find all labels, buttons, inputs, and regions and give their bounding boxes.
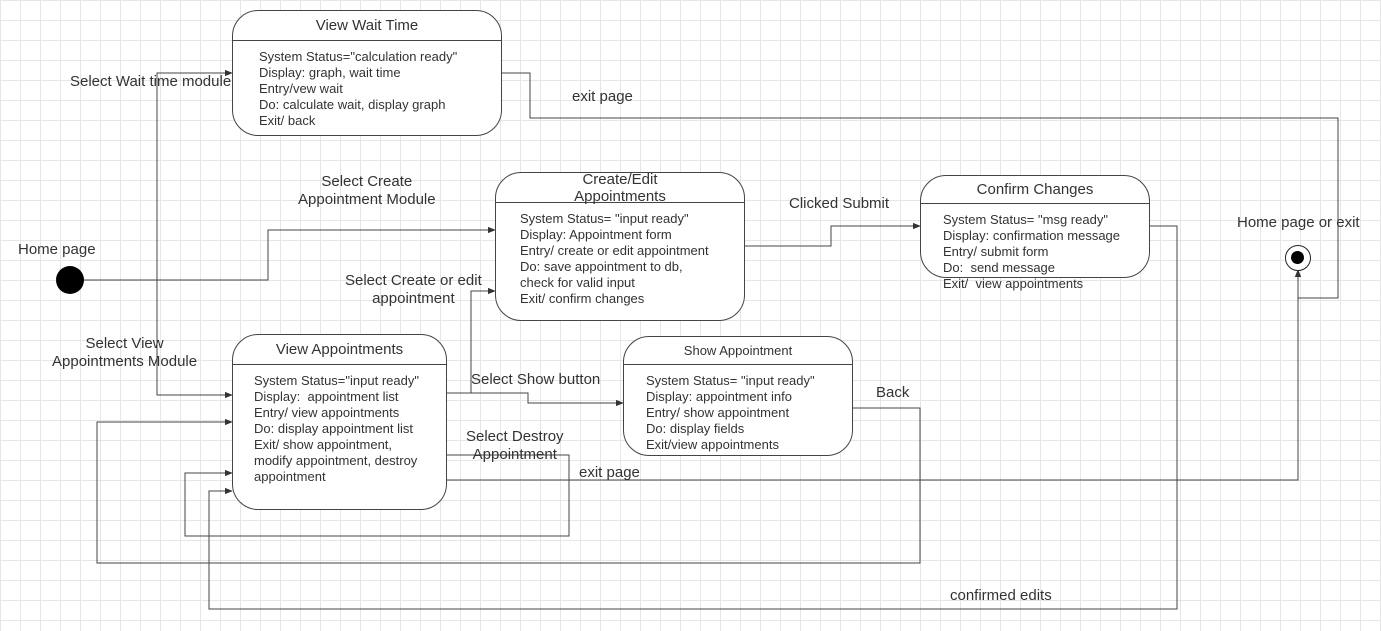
state-title: View Appointments (233, 335, 446, 365)
state-title: View Wait Time (233, 11, 501, 41)
select-create-label: Select Create Appointment Module (298, 173, 436, 208)
state-line: appointment (254, 469, 326, 484)
home-or-exit-label: Home page or exit (1237, 214, 1360, 231)
state-line: Display: Appointment form (520, 227, 672, 242)
confirmed-edits-label: confirmed edits (950, 587, 1052, 604)
state-line: Display: confirmation message (943, 228, 1121, 243)
edge-home-to-wait (70, 69, 233, 281)
state-line: Display: appointment list (254, 389, 399, 404)
state-line: Entry/ view appointments (254, 405, 400, 420)
exit-page-top-label: exit page (572, 88, 633, 105)
state-view-appointments: View Appointments System Status="input r… (232, 334, 447, 510)
state-line: Entry/ submit form (943, 244, 1049, 259)
state-line: modify appointment, destroy (254, 453, 418, 468)
state-view-wait-time: View Wait Time System Status="calculatio… (232, 10, 502, 136)
select-show-label: Select Show button (471, 371, 601, 388)
state-line: System Status= "input ready" (646, 373, 815, 388)
edge-view-to-show (447, 392, 624, 407)
select-view-label: Select View Appointments Module (52, 335, 198, 370)
state-line: check for valid input (520, 275, 635, 290)
final-state-node (1285, 245, 1311, 271)
state-line: Do: send message (943, 260, 1056, 275)
state-create-edit-appointments: Create/Edit Appointments System Status= … (495, 172, 745, 321)
edge-show-back (96, 407, 921, 564)
edge-confirmed-edits (208, 225, 1178, 610)
select-destroy-label: Select Destroy Appointment (466, 428, 564, 463)
select-wait-time-label: Select Wait time module (70, 73, 232, 90)
state-line: Exit/ view appointments (943, 276, 1084, 291)
state-line: Entry/ create or edit appointment (520, 243, 709, 258)
state-line: System Status= "msg ready" (943, 212, 1108, 227)
state-line: Display: appointment info (646, 389, 792, 404)
clicked-submit-label: Clicked Submit (789, 195, 890, 212)
state-title: Show Appointment (624, 337, 852, 365)
state-line: Exit/ back (259, 113, 316, 128)
state-line: Exit/view appointments (646, 437, 779, 452)
state-line: System Status= "input ready" (520, 211, 689, 226)
state-line: Entry/ show appointment (646, 405, 790, 420)
state-line: Exit/ confirm changes (520, 291, 645, 306)
state-title: Create/Edit Appointments (496, 173, 744, 205)
state-line: Display: graph, wait time (259, 65, 401, 80)
state-line: Exit/ show appointment, (254, 437, 393, 452)
back-label: Back (876, 384, 910, 401)
state-line: Entry/vew wait (259, 81, 343, 96)
state-confirm-changes: Confirm Changes System Status= "msg read… (920, 175, 1150, 291)
edge-home-to-create (157, 226, 496, 281)
state-line: Do: display appointment list (254, 421, 413, 436)
edge-create-to-confirm (745, 222, 921, 247)
initial-state-node (56, 266, 84, 294)
state-line: System Status="input ready" (254, 373, 419, 388)
state-show-appointment: Show Appointment System Status= "input r… (623, 336, 853, 456)
state-line: Do: calculate wait, display graph (259, 97, 446, 112)
state-title: Confirm Changes (921, 176, 1149, 204)
final-state-inner (1291, 251, 1304, 264)
home-page-label: Home page (18, 241, 96, 258)
state-line: Do: save appointment to db, (520, 259, 683, 274)
state-line: Do: display fields (646, 421, 745, 436)
select-create-edit-label: Select Create or edit appointment (345, 272, 482, 307)
edge-home-to-view-appointments (156, 280, 233, 399)
exit-page-bottom-label: exit page (579, 464, 640, 481)
edge-destroy-loop (184, 454, 570, 537)
state-line: System Status="calculation ready" (259, 49, 458, 64)
edge-view-exit (447, 269, 1302, 481)
